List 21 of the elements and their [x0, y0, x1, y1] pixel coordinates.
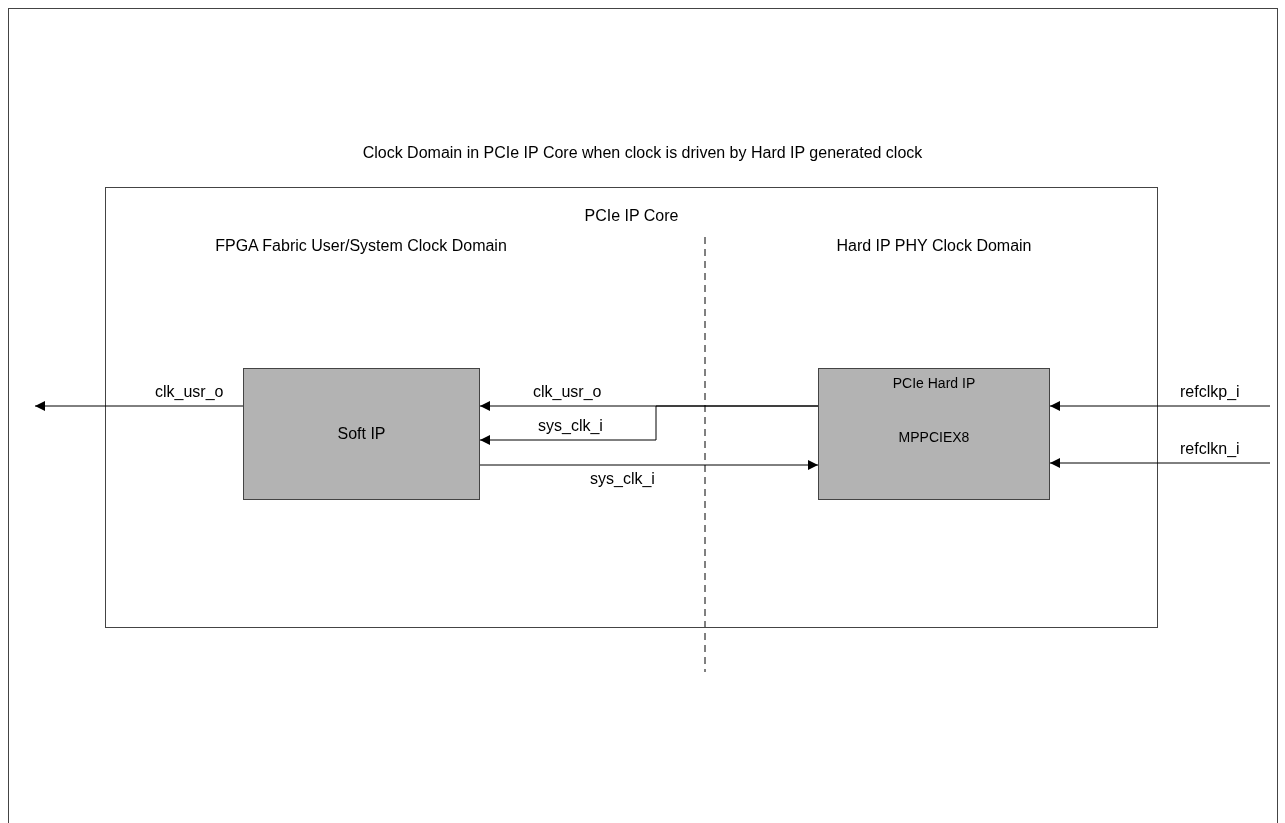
signal-label: refclkp_i — [1180, 383, 1240, 401]
node-label: PCIe IP Core — [583, 207, 680, 225]
signal-arrow — [34, 401, 244, 411]
node-label: Soft IP — [336, 425, 387, 443]
domain-label: Hard IP PHY Clock Domain — [835, 237, 1033, 255]
signal-label: clk_usr_o — [533, 383, 602, 401]
process-box — [243, 368, 480, 500]
signal-arrow — [479, 460, 819, 470]
signal-label: clk_usr_o — [155, 383, 224, 401]
process-box — [818, 368, 1050, 500]
node-label: MPPCIEX8 — [897, 429, 971, 445]
domain-label: FPGA Fabric User/System Clock Domain — [214, 237, 508, 255]
signal-label: sys_clk_i — [590, 470, 655, 488]
signal-arrow — [1049, 401, 1271, 411]
diagram-title: Clock Domain in PCIe IP Core when clock is driven by Hard IP generated clock — [361, 144, 924, 162]
signal-arrow — [1049, 458, 1271, 468]
node-label: PCIe Hard IP — [891, 375, 977, 391]
core-container-box — [105, 187, 1158, 628]
signal-label: sys_clk_i — [538, 417, 603, 435]
signal-label: refclkn_i — [1180, 440, 1240, 458]
signal-arrow — [479, 405, 819, 445]
